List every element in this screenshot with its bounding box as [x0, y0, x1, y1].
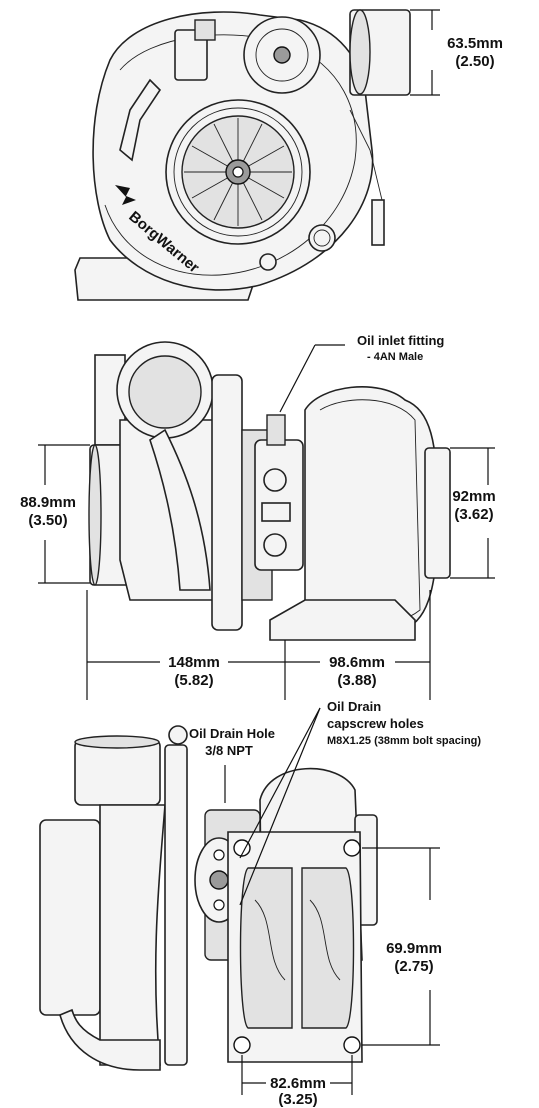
- leader-line: [239, 707, 321, 906]
- actuator-ring: [255, 28, 309, 82]
- turbine-housing: [304, 386, 439, 635]
- compressor-scroll-side: [149, 428, 211, 591]
- flange-bolt-hole: [343, 839, 361, 857]
- oil-drain-hole: [209, 870, 229, 890]
- turbine-foot-side: [269, 599, 416, 641]
- compressor-scroll-bottom: [99, 804, 166, 1066]
- clamp-bolt: [168, 725, 188, 745]
- side-view: Oil inlet fitting - 4AN Male 88.9mm (3.5…: [20, 333, 496, 700]
- oil-inlet-sub: - 4AN Male: [367, 351, 423, 363]
- flange-bolt-hole: [233, 839, 251, 857]
- capscrew-hole: [213, 849, 225, 861]
- compressor-outlet-bend: [59, 1008, 161, 1071]
- inducer-ring-inner: [173, 107, 303, 237]
- solenoid-plug: [194, 19, 216, 41]
- top-view: BorgWarner 63.5mm (2.50): [74, 9, 503, 301]
- drain-hole-sub: 3/8 NPT: [205, 743, 253, 758]
- outlet-dim-in: (2.50): [455, 53, 494, 70]
- flange-width-dim-in: (3.25): [278, 1091, 317, 1108]
- compressor-outlet-bore: [128, 355, 202, 429]
- port-scroll-line: [254, 899, 286, 981]
- oil-port-inner: [313, 229, 331, 247]
- overall-right-dim-in: (3.88): [337, 672, 376, 689]
- actuator-center: [273, 46, 291, 64]
- port-scroll-line: [309, 899, 341, 981]
- compressor-inlet-dim-in: (3.50): [28, 512, 67, 529]
- oil-feed-port: [263, 468, 287, 492]
- oil-plug: [263, 533, 287, 557]
- oil-inlet-fitting: [266, 414, 286, 446]
- overall-left-dim-mm: 148mm: [168, 654, 220, 671]
- brand-logo-icon: [115, 185, 136, 205]
- outlet-flange: [349, 9, 371, 95]
- divided-port-right: [301, 867, 355, 1029]
- oil-block-boss: [261, 502, 291, 522]
- flange-height-dim-mm: 69.9mm: [386, 940, 442, 957]
- actuator-hose: [119, 78, 162, 162]
- shaft-tip: [232, 166, 244, 178]
- oil-inlet-title: Oil inlet fitting: [357, 333, 444, 348]
- volute-scroll: [104, 34, 357, 276]
- turbine-outlet-flange: [424, 447, 451, 579]
- flange-width-dim-mm: 82.6mm: [270, 1075, 326, 1092]
- overall-left-dim-in: (5.82): [174, 672, 213, 689]
- capscrew-hole: [213, 899, 225, 911]
- inlet-rim: [74, 735, 160, 749]
- drain-capscrew-line2: capscrew holes: [327, 716, 424, 731]
- oil-port: [308, 224, 336, 252]
- divided-port-left: [239, 867, 293, 1029]
- inlet-flange: [88, 444, 102, 586]
- center-clamp: [211, 374, 243, 631]
- drain-capscrew-spec: M8X1.25 (38mm bolt spacing): [327, 735, 481, 747]
- leader-line: [239, 707, 321, 859]
- turbine-outlet-dim-mm: 92mm: [452, 488, 495, 505]
- drain-hole-title: Oil Drain Hole: [189, 726, 275, 741]
- center-clamp-bottom: [164, 744, 188, 1066]
- compressor-inlet-bottom: [74, 739, 161, 806]
- flange-height-dim-in: (2.75): [394, 958, 433, 975]
- speed-sensor: [371, 199, 385, 246]
- compressor-inlet-dim-mm: 88.9mm: [20, 494, 76, 511]
- turbine-outlet-dim-in: (3.62): [454, 506, 493, 523]
- overall-right-dim-mm: 98.6mm: [329, 654, 385, 671]
- boost-solenoid: [174, 29, 208, 81]
- bottom-view: Oil Drain Hole 3/8 NPT Oil Drain capscre…: [39, 699, 481, 1108]
- flange-bolt-hole: [233, 1036, 251, 1054]
- housing-bolt: [259, 253, 277, 271]
- compressor-housing-bottom: [39, 819, 101, 1016]
- flange-bolt-hole: [343, 1036, 361, 1054]
- leader-line: [279, 344, 316, 413]
- outlet-dim-mm: 63.5mm: [447, 35, 503, 52]
- drain-capscrew-title: Oil Drain: [327, 699, 381, 714]
